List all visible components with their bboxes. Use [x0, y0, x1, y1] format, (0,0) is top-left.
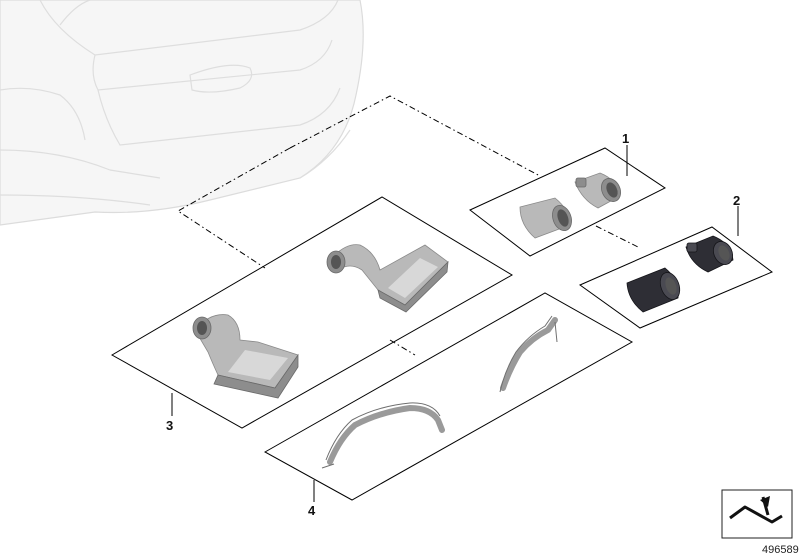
callout-number-4: 4 — [308, 503, 316, 518]
callout-number-2: 2 — [733, 193, 740, 208]
tray-outline — [263, 292, 634, 501]
black-tailpipe-tip-large — [626, 267, 681, 313]
trim-bracket-right — [499, 315, 558, 393]
callout-number-1: 1 — [622, 131, 629, 146]
callout-number-3: 3 — [166, 418, 173, 433]
black-tailpipe-tip-small — [685, 235, 734, 273]
vehicle-rear-illustration — [0, 0, 364, 226]
chrome-tailpipe-tip-large — [519, 197, 572, 239]
tray-item-1 — [469, 147, 666, 257]
tray-item-2 — [578, 226, 773, 329]
exhaust-end-piece-upper — [326, 244, 449, 313]
return-arrow-icon[interactable] — [721, 489, 793, 539]
trim-bracket-left — [321, 402, 445, 469]
chrome-tailpipe-tip-small — [574, 172, 622, 209]
tray-outline — [578, 226, 773, 329]
tray-item-3 — [110, 196, 513, 429]
document-number: 496589 — [762, 544, 799, 556]
construction-lines — [177, 95, 641, 356]
tray-item-4 — [263, 292, 634, 502]
tray-outline — [110, 196, 513, 429]
tray-outline — [469, 147, 666, 257]
exhaust-end-piece-lower — [192, 314, 299, 399]
